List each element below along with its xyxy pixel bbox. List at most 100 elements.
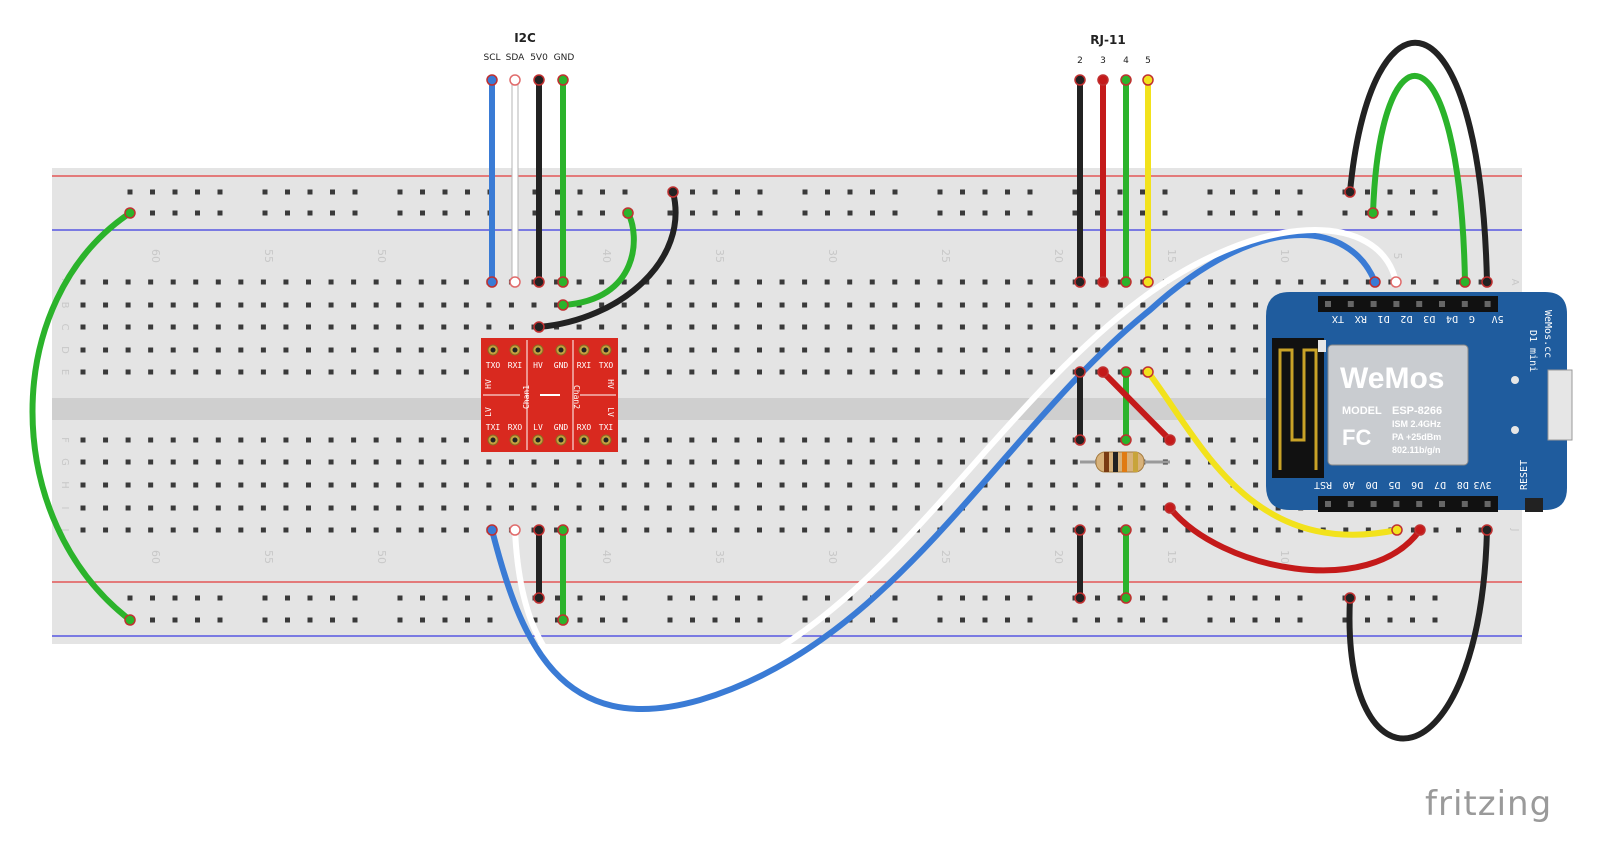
row-label: G bbox=[59, 458, 70, 466]
ls-chan2: Chan2 bbox=[572, 385, 581, 409]
row-label: C bbox=[59, 324, 70, 331]
bb-hole bbox=[486, 302, 492, 308]
fritzing-watermark: fritzing bbox=[1425, 784, 1552, 824]
bb-hole bbox=[418, 505, 424, 511]
rail-hole bbox=[1252, 617, 1258, 623]
bb-hole bbox=[508, 505, 514, 511]
row-label: J bbox=[59, 528, 70, 532]
bb-hole bbox=[1072, 459, 1078, 465]
wemos-bottom-pin-label: A0 bbox=[1343, 479, 1355, 490]
bb-hole bbox=[148, 482, 154, 488]
rail-hole bbox=[1027, 617, 1033, 623]
bb-hole bbox=[734, 459, 740, 465]
wire-black-loop-top bbox=[1347, 39, 1490, 283]
row-label: E bbox=[59, 369, 70, 375]
bb-hole bbox=[644, 527, 650, 533]
bb-hole bbox=[711, 302, 717, 308]
bb-hole bbox=[283, 347, 289, 353]
bb-hole bbox=[1433, 527, 1439, 533]
bb-hole bbox=[847, 482, 853, 488]
wemos-bottom-pin-label: RST bbox=[1314, 479, 1332, 490]
bb-hole bbox=[1230, 302, 1236, 308]
rail-hole bbox=[892, 617, 898, 623]
bb-hole bbox=[328, 505, 334, 511]
wire-endpoint bbox=[533, 592, 545, 604]
bb-hole bbox=[418, 437, 424, 443]
bb-hole bbox=[599, 324, 605, 330]
bb-hole bbox=[847, 369, 853, 375]
ls-top-label-3: HV bbox=[533, 361, 543, 370]
wemos-pin-bottom bbox=[1416, 501, 1423, 507]
wire-endpoint bbox=[1074, 366, 1086, 378]
ls-top-label-6: TXO bbox=[599, 361, 614, 370]
bb-hole bbox=[306, 482, 311, 488]
rail-hole bbox=[150, 189, 155, 195]
bb-hole bbox=[982, 279, 988, 285]
bb-hole bbox=[351, 302, 357, 308]
bb-hole bbox=[1230, 369, 1236, 375]
bb-hole bbox=[621, 437, 627, 443]
bb-hole bbox=[215, 437, 221, 443]
bb-hole bbox=[351, 279, 357, 285]
bb-hole bbox=[396, 324, 402, 330]
bb-hole bbox=[148, 459, 154, 465]
wemos-d1-mini: WeMos MODEL ESP-8266 FC ISM 2.4GHz PA +2… bbox=[1266, 292, 1573, 512]
bb-hole bbox=[260, 527, 266, 533]
bb-hole bbox=[869, 527, 875, 533]
rail-hole bbox=[1072, 210, 1078, 216]
rail-hole bbox=[802, 210, 808, 216]
bb-hole bbox=[373, 482, 379, 488]
rail-hole bbox=[757, 210, 763, 216]
bb-hole bbox=[689, 437, 695, 443]
bb-hole bbox=[554, 527, 560, 533]
rail-hole bbox=[1140, 617, 1145, 623]
bb-hole bbox=[215, 482, 221, 488]
bb-hole bbox=[170, 302, 176, 308]
bb-hole bbox=[892, 324, 898, 330]
bb-hole bbox=[1185, 369, 1191, 375]
bb-hole bbox=[689, 459, 695, 465]
bb-hole bbox=[1050, 347, 1056, 353]
wire-endpoint bbox=[1481, 276, 1493, 288]
bb-hole bbox=[711, 279, 717, 285]
bb-hole bbox=[959, 324, 965, 330]
bb-hole bbox=[193, 369, 199, 375]
bb-hole bbox=[1140, 302, 1146, 308]
bb-hole bbox=[1253, 324, 1259, 330]
rail-hole bbox=[1297, 210, 1303, 216]
bb-hole bbox=[1208, 302, 1213, 308]
rail-hole bbox=[285, 595, 290, 601]
esp-shield bbox=[1327, 344, 1469, 466]
bb-hole bbox=[1230, 324, 1236, 330]
rail-hole bbox=[1005, 617, 1010, 623]
bb-hole bbox=[779, 279, 785, 285]
row-label-right: J bbox=[1509, 528, 1520, 532]
wemos-spec-pa: PA +25dBm bbox=[1392, 432, 1441, 442]
bb-hole bbox=[170, 437, 176, 443]
ls-top-label-1: TXO bbox=[486, 361, 501, 370]
wemos-pin-top bbox=[1370, 301, 1377, 307]
rail-hole bbox=[1230, 617, 1235, 623]
bb-hole bbox=[125, 482, 131, 488]
bb-hole bbox=[283, 437, 289, 443]
bb-hole bbox=[260, 302, 266, 308]
wire-endpoint bbox=[1142, 74, 1154, 86]
rail-hole bbox=[600, 617, 605, 623]
bb-hole bbox=[734, 369, 740, 375]
bb-hole bbox=[1117, 347, 1123, 353]
bb-hole bbox=[418, 279, 424, 285]
fcc-logo: FC bbox=[1342, 425, 1371, 450]
bb-hole bbox=[1275, 527, 1281, 533]
bb-hole bbox=[1072, 302, 1078, 308]
bb-hole bbox=[193, 505, 199, 511]
bb-hole bbox=[1140, 505, 1146, 511]
rail-hole bbox=[757, 189, 763, 195]
bb-hole bbox=[1410, 279, 1416, 285]
rail-hole bbox=[1275, 595, 1280, 601]
bb-hole bbox=[170, 347, 176, 353]
bb-hole bbox=[802, 347, 808, 353]
bb-hole bbox=[1208, 324, 1213, 330]
column-number-top: 30 bbox=[826, 249, 839, 263]
bb-hole bbox=[418, 482, 424, 488]
rail-hole bbox=[465, 595, 470, 601]
